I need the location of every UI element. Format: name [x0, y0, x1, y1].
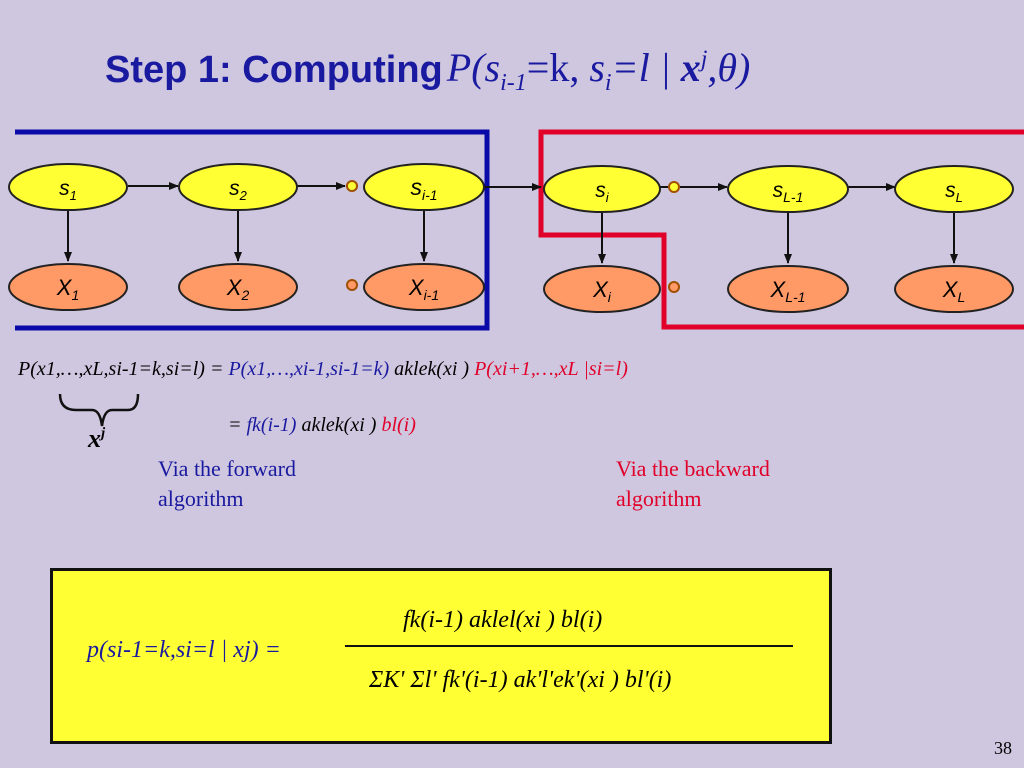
formula-numerator: fk(i-1) aklel(xi ) bl(i) [403, 607, 603, 633]
emission-node-1: X1 [8, 263, 128, 311]
svg-text:s1: s1 [59, 177, 77, 203]
fraction-bar [345, 645, 793, 647]
eq1-transition-emission: aklek(xi ) [394, 358, 470, 380]
underbrace [58, 393, 140, 427]
emission-node-L-1: XL-1 [727, 265, 849, 313]
svg-text:Xi: Xi [592, 277, 612, 305]
emission-node-i: Xi [543, 265, 661, 313]
svg-text:XL-1: XL-1 [770, 277, 806, 305]
svg-text:XL: XL [942, 277, 965, 305]
eq2-transition-emission: aklek(xi ) [301, 414, 377, 436]
svg-text:s2: s2 [229, 177, 248, 203]
state-node-L-1: sL-1 [727, 165, 849, 213]
forward-region-box [15, 129, 490, 331]
eq2-equals: = [228, 414, 247, 436]
hmm-diagram: s1 s2 si-1 si sL-1 sL X1 X2 Xi-1 Xi XL-1 [8, 129, 1024, 331]
joint-probability-equation: P(x1,…,xL,si-1=k,si=l) = P(x1,…,xi-1,si-… [18, 358, 628, 381]
svg-text:Xi-1: Xi-1 [408, 275, 439, 303]
emission-node-2: X2 [178, 263, 298, 311]
eq1-lhs: P(x1,…,xL,si-1=k,si=l) = [18, 358, 229, 380]
svg-text:sL-1: sL-1 [773, 179, 804, 205]
emission-node-i-1: Xi-1 [363, 263, 485, 311]
svg-text:sL: sL [945, 179, 963, 205]
forward-note: Via the forward algorithm [158, 456, 296, 511]
factorized-equation: = fk(i-1) aklek(xi ) bl(i) [228, 414, 416, 437]
posterior-formula-box: p(si-1=k,si=l | xj) = fk(i-1) aklel(xi )… [50, 568, 832, 744]
backward-note: Via the backward algorithm [616, 456, 770, 511]
svg-text:X2: X2 [226, 275, 250, 303]
state-node-2: s2 [178, 163, 298, 211]
state-node-i: si [543, 165, 661, 213]
xj-label: xj [88, 424, 106, 453]
state-node-L: sL [894, 165, 1014, 213]
eq1-backward-term: P(xi+1,…,xL |si=l) [474, 358, 628, 380]
emission-node-L: XL [894, 265, 1014, 313]
svg-text:si-1: si-1 [410, 174, 437, 203]
formula-denominator: ΣK' Σl' fk'(i-1) ak'l'ek'(xi ) bl'(i) [369, 667, 672, 693]
state-node-1: s1 [8, 163, 128, 211]
ellipsis-dot-top-left [346, 180, 358, 192]
ellipsis-dot-bottom-left [346, 279, 358, 291]
ellipsis-dot-bottom-right [668, 281, 680, 293]
eq2-forward-term: fk(i-1) [246, 414, 297, 436]
page-number: 38 [994, 738, 1012, 758]
title-lead: Step 1: Computing [105, 49, 443, 91]
eq2-backward-term: bl(i) [381, 414, 416, 436]
state-node-i-1: si-1 [363, 163, 485, 211]
eq1-forward-term: P(x1,…,xi-1,si-1=k) [228, 358, 390, 380]
formula-lhs: p(si-1=k,si=l | xj) = [87, 637, 281, 663]
ellipsis-dot-top-right [668, 181, 680, 193]
svg-text:X1: X1 [56, 275, 79, 303]
title-math: P(si-1=k, si=l | xj,θ) [446, 45, 751, 96]
svg-text:si: si [595, 179, 610, 205]
slide-title: Step 1: Computing P(si-1=k, si=l | xj,θ) [105, 44, 1005, 114]
